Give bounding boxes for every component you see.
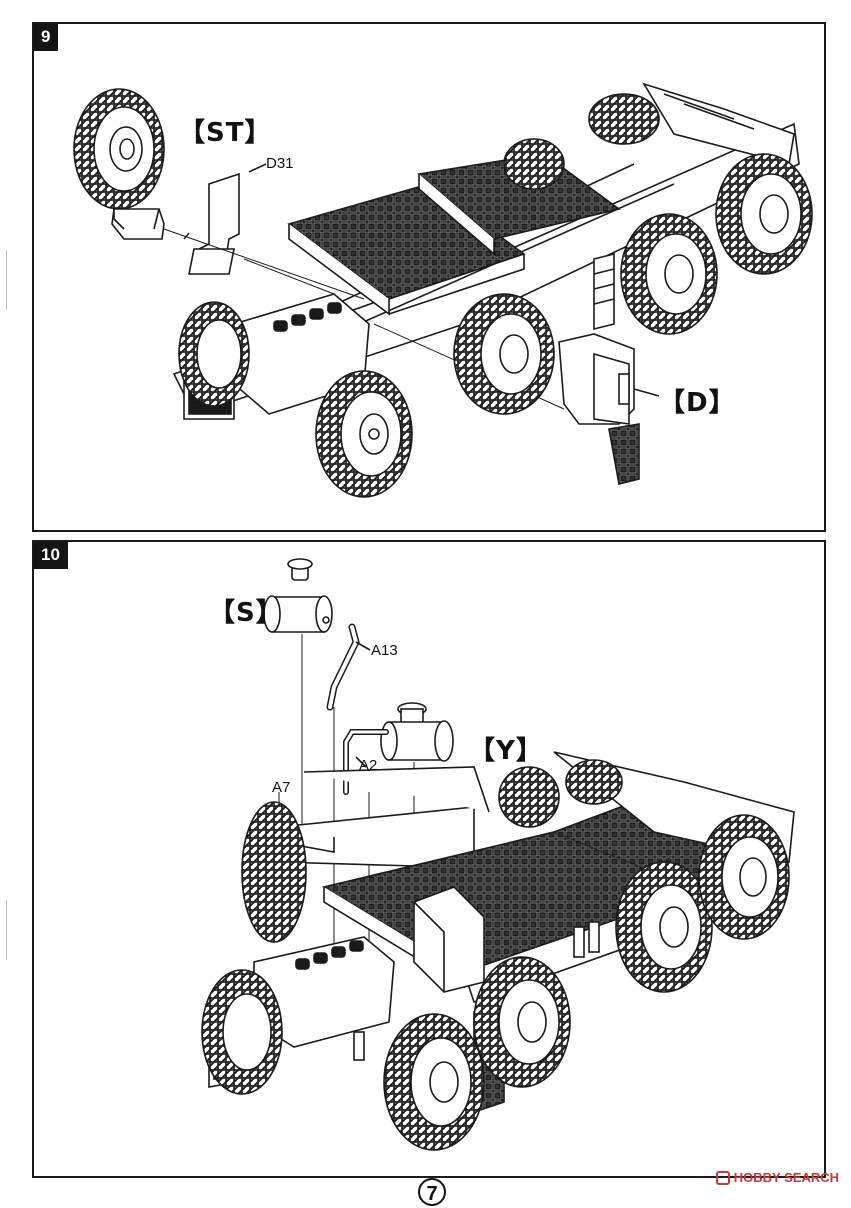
spare-wheel-part [73, 88, 165, 210]
part-callout-s: 【S】 [209, 598, 283, 628]
part-callout-st: 【ST】 [179, 118, 272, 148]
part-label-a7: A7 [272, 779, 291, 796]
part-label-a2: A2 [359, 757, 378, 774]
wheel-middle-front [453, 293, 555, 415]
air-cleaner-s-part [263, 558, 333, 633]
step-number: 9 [34, 24, 59, 51]
page-number: 7 [418, 1178, 446, 1206]
wheel-rear [715, 153, 813, 275]
step-9-panel: 9 [32, 22, 826, 532]
part-callout-d: 【D】 [659, 388, 736, 418]
binding-mark [0, 900, 7, 960]
hobby-search-logo-icon [715, 1170, 730, 1185]
step-10-panel: 10 [32, 540, 826, 1178]
wheel-front-left [178, 301, 250, 407]
wheel-front-right [315, 370, 413, 498]
wheel-middle-rear [620, 213, 718, 335]
wheel-far-side [503, 93, 660, 190]
part-callout-y: 【Y】 [469, 736, 543, 766]
watermark-text: HOBBY SEARCH [733, 1170, 839, 1185]
part-label-d31: D31 [266, 155, 294, 172]
part-label-a13: A13 [371, 642, 398, 659]
step-9-chassis-illustration [73, 82, 813, 498]
air-cleaner-y-part [380, 702, 454, 762]
binding-mark [0, 250, 7, 310]
step-10-chassis-illustration [201, 558, 795, 1151]
watermark: HOBBY SEARCH [715, 1170, 839, 1185]
step-number: 10 [34, 542, 68, 569]
